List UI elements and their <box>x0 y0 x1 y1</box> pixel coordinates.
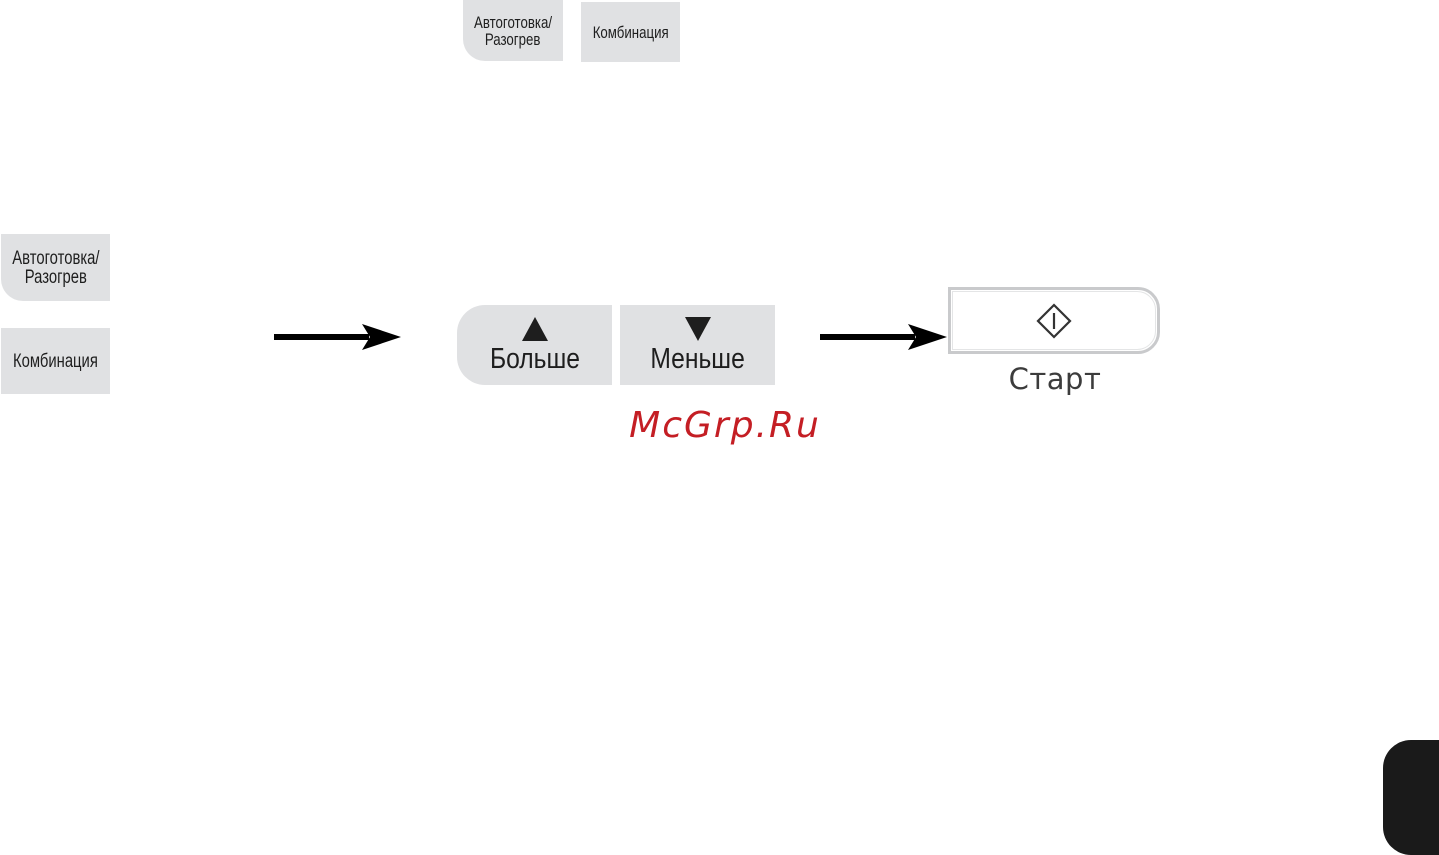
triangle-up-icon <box>522 317 548 341</box>
watermark: McGrp.Ru <box>600 405 850 446</box>
auto-cook-reheat-key-left[interactable]: Автоготовка/ Разогрев <box>1 234 110 301</box>
right-arrow-icon <box>820 324 948 350</box>
more-label: Больше <box>489 345 579 374</box>
combination-key-top[interactable]: Комбинация <box>581 2 680 62</box>
start-button[interactable] <box>948 287 1160 354</box>
combination-key-left[interactable]: Комбинация <box>1 328 110 394</box>
combination-label: Комбинация <box>13 352 98 371</box>
auto-cook-label-line2: Разогрев <box>24 268 86 287</box>
less-button[interactable]: Меньше <box>620 305 775 385</box>
auto-cook-label-line2: Разогрев <box>485 31 541 48</box>
auto-cook-reheat-key-top[interactable]: Автоготовка/ Разогрев <box>463 0 563 61</box>
auto-cook-label-line1: Автоготовка/ <box>12 249 99 268</box>
start-diamond-icon <box>1036 303 1072 339</box>
more-button[interactable]: Больше <box>457 305 612 385</box>
less-label: Меньше <box>650 345 744 374</box>
auto-cook-label-line1: Автоготовка/ <box>474 14 552 31</box>
start-label: Старт <box>1005 362 1105 396</box>
right-arrow-icon <box>274 324 402 350</box>
section-tab <box>1383 740 1439 855</box>
triangle-down-icon <box>685 317 711 341</box>
combination-label: Комбинация <box>593 24 669 41</box>
